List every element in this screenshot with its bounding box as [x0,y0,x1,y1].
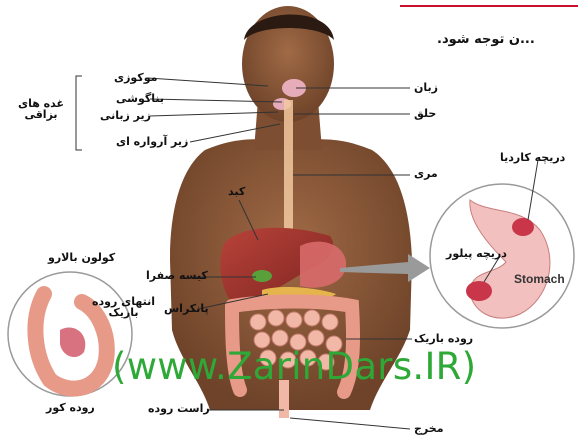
label-stomach: Stomach [514,272,565,286]
label-mori: مری [414,168,438,179]
label-zirarvareei: زیر آرواره ای [116,136,188,147]
cardia-valve-icon [512,218,534,236]
label-pancreas: پانکراس [164,303,209,314]
label-colon-balaro: کولون بالارو [48,252,115,263]
label-rast-rudeh: راست روده [148,403,210,414]
watermark-text: (www.ZarinDars.IR) [112,345,476,388]
label-dariche-cardia: دریچه کاردیا [500,152,565,163]
gallbladder [252,270,272,282]
label-rudeh-kur: روده کور [46,402,95,413]
label-banagooshi: بناگوشی [116,93,164,104]
label-makhraj: مخرج [414,423,444,434]
label-kise-safra: کیسه صفرا [146,270,208,281]
label-salivary-glands: غده های بزاقی [18,98,64,120]
label-halgh: حلق [414,108,436,119]
label-mucozy: موکوزی [114,72,157,83]
label-dariche-pylor: دریچه پیلور [446,248,507,259]
pylorus-valve-icon [466,281,492,301]
header-partial-text: ...ن توجه شود. [437,32,535,47]
label-zaban: زبان [414,82,438,93]
esophagus [284,100,293,250]
label-kabed: کبد [228,186,245,197]
label-entehay-rudeh-barik: انتهای روده باریک [92,296,155,318]
label-zirzabani: زیر زبانی [100,110,151,121]
label-rudeh-barik: روده باریک [414,333,473,344]
